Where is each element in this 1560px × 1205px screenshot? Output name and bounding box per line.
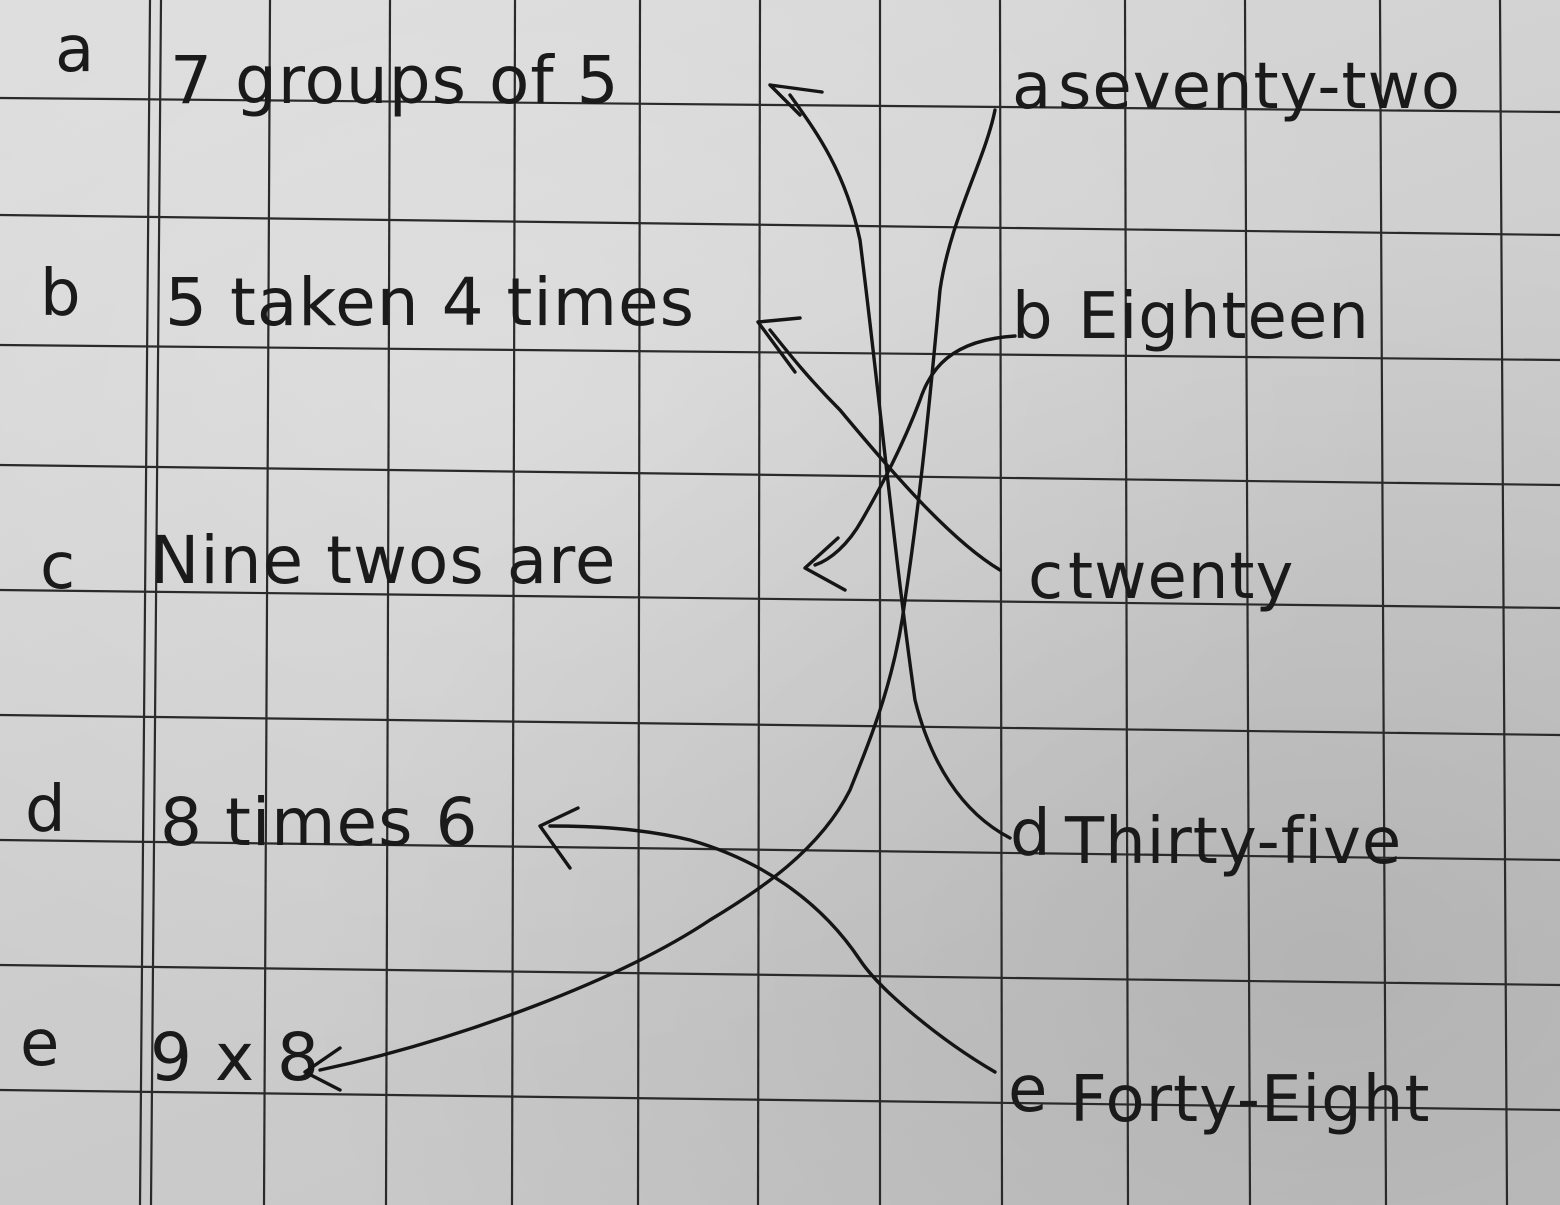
left-letter-a: a: [55, 13, 95, 87]
right-word-a: seventy-two: [1058, 50, 1462, 124]
arrowhead-a: [768, 83, 824, 117]
right-word-b: Eighteen: [1078, 280, 1370, 354]
right-letter-d: d: [1010, 797, 1051, 871]
left-letter-c: c: [40, 530, 76, 604]
arrowhead-c: [803, 536, 847, 592]
right-letter-e: e: [1008, 1053, 1048, 1127]
left-letter-e: e: [20, 1007, 60, 1081]
right-word-d: Thirty-five: [1065, 805, 1403, 879]
right-letter-b: b: [1012, 280, 1053, 354]
arrowhead-e: [303, 1046, 342, 1092]
right-letter-c: c: [1028, 540, 1064, 614]
arrow-e-to-a: [318, 108, 997, 1072]
right-word-c: twenty: [1068, 540, 1295, 614]
left-letter-b: b: [40, 257, 81, 331]
left-expression-d: 8 times 6: [160, 784, 479, 861]
right-word-e: Forty-Eight: [1070, 1063, 1431, 1137]
arrow-a-to-d: [788, 93, 1012, 840]
arrow-c-to-b: [813, 334, 1017, 567]
arrowhead-b: [756, 316, 802, 374]
arrowhead-d: [538, 806, 580, 870]
right-letter-a: a: [1012, 50, 1052, 124]
left-letter-d: d: [25, 773, 66, 847]
arrow-b-to-c: [768, 328, 1002, 572]
left-expression-a: 7 groups of 5: [170, 42, 620, 119]
left-expression-b: 5 taken 4 times: [165, 264, 696, 341]
arrow-d-to-e: [548, 824, 997, 1074]
left-expression-e: 9 x 8: [150, 1019, 320, 1096]
left-expression-c: Nine twos are: [150, 522, 617, 599]
